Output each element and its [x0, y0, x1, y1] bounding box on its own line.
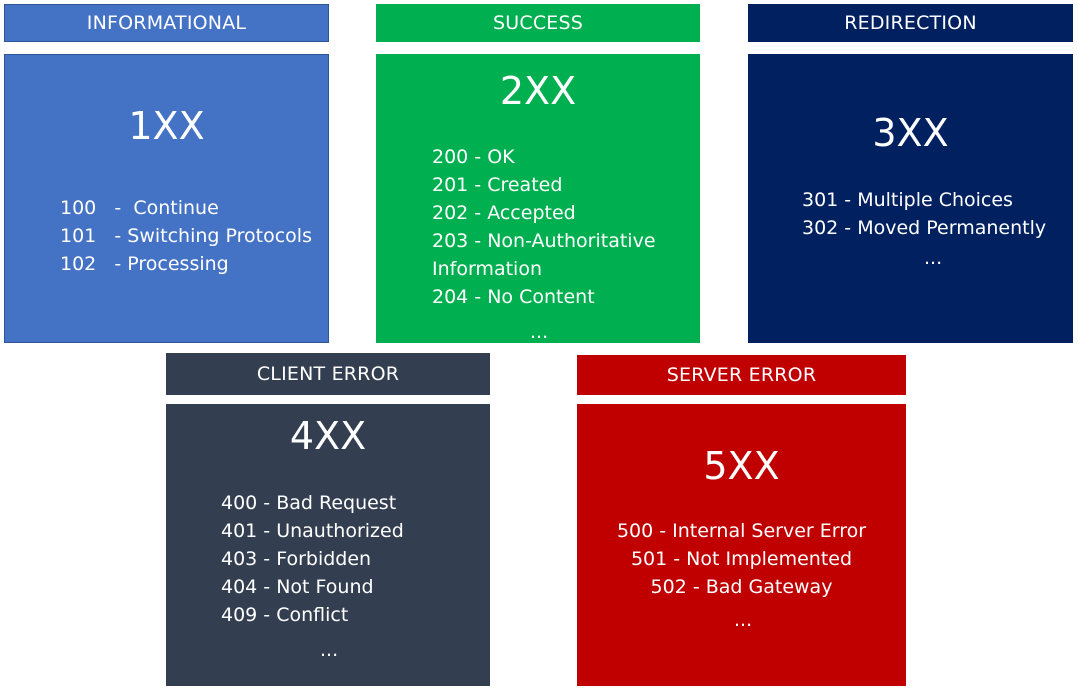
more-ellipsis: ... [530, 321, 549, 343]
status-code-item: 502 - Bad Gateway [650, 576, 833, 598]
redirection-header: REDIRECTION [748, 4, 1073, 42]
redirection-panel: 3XX 301 - Multiple Choices 302 - Moved P… [748, 54, 1073, 343]
client-error-code-class: 4XX [289, 414, 367, 458]
server-error-code-list: 500 - Internal Server Error 501 - Not Im… [577, 517, 906, 601]
status-code-item: 400 - Bad Request [221, 492, 397, 514]
server-error-header: SERVER ERROR [577, 355, 906, 395]
status-code-item: 401 - Unauthorized [221, 520, 404, 542]
client-error-code-list: 400 - Bad Request 401 - Unauthorized 403… [221, 489, 404, 629]
more-ellipsis: ... [734, 609, 753, 631]
status-code-item: 501 - Not Implemented [630, 548, 853, 570]
status-code-item: 100 - Continue [60, 197, 219, 219]
status-code-item: 204 - No Content [432, 286, 595, 308]
success-code-list: 200 - OK 201 - Created 202 - Accepted 20… [432, 143, 694, 311]
status-code-item: 102 - Processing [60, 253, 229, 275]
success-header-label: SUCCESS [492, 12, 584, 34]
status-code-item: 301 - Multiple Choices [802, 189, 1013, 211]
informational-code-class: 1XX [128, 104, 205, 148]
informational-header: INFORMATIONAL [4, 4, 329, 42]
status-code-item: 101 - Switching Protocols [60, 225, 312, 247]
redirection-header-label: REDIRECTION [844, 12, 977, 34]
status-code-item: 202 - Accepted [432, 202, 576, 224]
status-code-item: 500 - Internal Server Error [616, 520, 867, 542]
client-error-header-label: CLIENT ERROR [256, 363, 400, 385]
server-error-panel: 5XX 500 - Internal Server Error 501 - No… [577, 404, 906, 686]
status-code-item: 409 - Conflict [221, 604, 349, 626]
status-code-item: 203 - Non-Authoritative Information [432, 230, 656, 280]
informational-code-list: 100 - Continue 101 - Switching Protocols… [60, 194, 312, 278]
status-code-item: 403 - Forbidden [221, 548, 372, 570]
server-error-code-class: 5XX [703, 444, 780, 488]
success-panel: 2XX 200 - OK 201 - Created 202 - Accepte… [376, 54, 700, 343]
status-code-item: 302 - Moved Permanently [802, 217, 1047, 239]
informational-header-label: INFORMATIONAL [86, 12, 247, 34]
more-ellipsis: ... [924, 247, 943, 269]
success-code-class: 2XX [499, 69, 577, 113]
success-header: SUCCESS [376, 4, 700, 42]
redirection-code-class: 3XX [872, 111, 949, 155]
more-ellipsis: ... [320, 639, 339, 661]
status-code-item: 201 - Created [432, 174, 563, 196]
redirection-code-list: 301 - Multiple Choices 302 - Moved Perma… [802, 186, 1046, 242]
server-error-header-label: SERVER ERROR [666, 364, 817, 386]
client-error-panel: 4XX 400 - Bad Request 401 - Unauthorized… [166, 404, 490, 686]
client-error-header: CLIENT ERROR [166, 353, 490, 395]
informational-panel: 1XX 100 - Continue 101 - Switching Proto… [4, 54, 329, 358]
status-code-item: 200 - OK [432, 146, 515, 168]
status-code-item: 404 - Not Found [221, 576, 374, 598]
